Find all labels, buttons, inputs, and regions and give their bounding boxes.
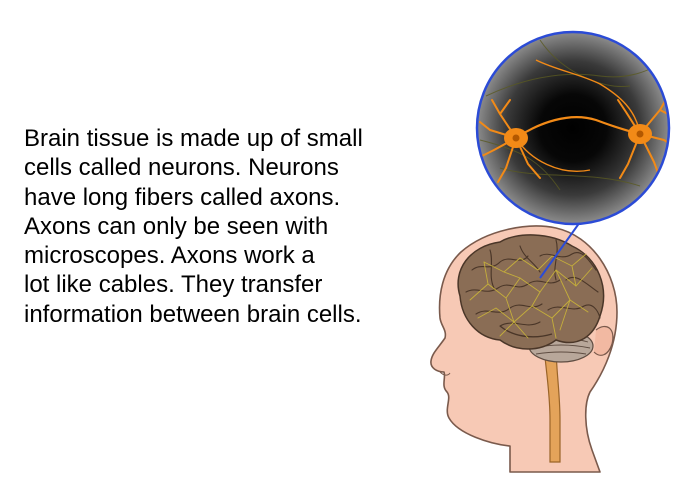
caption-line: Brain tissue is made up of small	[24, 125, 363, 152]
caption-line: information between brain cells.	[24, 300, 362, 328]
spinal-cord	[543, 343, 561, 463]
caption-text: Brain tissue is made up of small cells c…	[24, 124, 434, 329]
caption-line: microscopes. Axons work a	[24, 242, 315, 270]
caption-line: Axons can only be seen with	[24, 212, 329, 240]
brain-icon	[457, 234, 605, 350]
magnifier-icon	[475, 30, 671, 226]
magnifier-ring	[475, 30, 671, 226]
caption-line: cells called neurons. Neurons	[24, 154, 339, 182]
axon	[515, 116, 641, 139]
caption-line: have long fibers called axons.	[24, 183, 341, 211]
magnifier-pointer	[539, 221, 581, 279]
neuron-left	[479, 99, 541, 183]
caption-line: lot like cables. They transfer	[24, 271, 323, 299]
neuron-right	[617, 95, 669, 179]
